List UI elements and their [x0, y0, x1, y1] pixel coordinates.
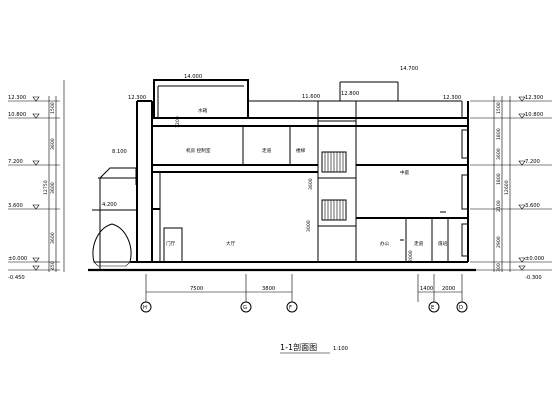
right-elev-2: 10.800: [525, 112, 543, 118]
left-dim-1: 1500: [50, 102, 56, 114]
mid-dim-3: 3600: [308, 178, 314, 190]
level-roof-b: 14.700: [400, 66, 418, 72]
stair-flight-lower: [321, 199, 347, 221]
right-elev-6: -0.300: [525, 275, 542, 281]
room-top: 水箱: [198, 107, 208, 114]
drawing-scale: 1:100: [333, 346, 348, 352]
right-elev-5: ±0.000: [525, 256, 544, 262]
left-dim-2: 3600: [50, 138, 56, 150]
axis-5: D: [459, 305, 463, 311]
stair-flight-upper: [321, 151, 347, 173]
right-dim-4: 1800: [496, 173, 502, 185]
bottom-dimension-lines: [145, 274, 463, 302]
left-elev-3: 7.200: [8, 159, 23, 165]
left-elev-2: 10.800: [8, 112, 26, 118]
left-elev-1: 12.300: [8, 95, 26, 101]
level-entrance: 4.200: [102, 202, 117, 208]
level-parapet-left: 12.300: [128, 95, 146, 101]
bottom-dim-4: 2000: [442, 286, 455, 292]
right-dim-2: 1800: [496, 128, 502, 140]
room-lower-right-3: 值班: [438, 240, 448, 247]
level-stair-top: 11.600: [302, 94, 320, 100]
mid-dim-1: 1200: [175, 116, 181, 128]
bottom-dim-2: 3800: [262, 286, 275, 292]
left-dim-total: 12750: [43, 180, 49, 195]
left-elev-5: ±0.000: [8, 256, 27, 262]
level-canopy: 8.100: [112, 149, 127, 155]
level-right-parapet: 12.300: [443, 95, 461, 101]
axis-3: F: [289, 305, 292, 311]
left-dim-3: 3600: [50, 182, 56, 194]
room-stair: 楼梯: [296, 147, 306, 154]
left-dim-5: 450: [50, 261, 56, 270]
axis-1: H: [143, 305, 147, 311]
mid-dim-4: 2000: [408, 250, 414, 262]
room-upper-mid: 走道: [262, 147, 272, 154]
building-section: [88, 79, 476, 272]
left-dim-4: 3600: [50, 232, 56, 244]
room-lower-right-1: 办公: [380, 240, 390, 247]
right-dim-5: 2100: [496, 200, 502, 212]
room-right-big: 中庭: [400, 169, 410, 176]
right-dim-total: 12600: [504, 180, 510, 195]
right-elev-1: 12.300: [525, 95, 543, 101]
level-stair-mid: 12.800: [341, 91, 359, 97]
left-elevation-scale: [8, 80, 65, 272]
right-dim-3: 3600: [496, 148, 502, 160]
left-elev-6: -0.450: [8, 275, 25, 281]
mid-dim-2: 3000: [306, 220, 312, 232]
axis-2: G: [243, 305, 247, 311]
right-elev-4: 3.600: [525, 203, 540, 209]
drawing-caption: 1-1剖面图: [280, 342, 317, 352]
level-roof-a: 14.000: [184, 74, 202, 80]
right-dim-6: 2900: [496, 236, 502, 248]
room-upper-left: 机房 控制室: [186, 147, 211, 154]
room-lower-left: 大厅: [226, 240, 236, 247]
right-elev-3: 7.200: [525, 159, 540, 165]
left-elev-4: 3.600: [8, 203, 23, 209]
right-dim-1: 1500: [496, 102, 502, 114]
right-elevation-scale: [470, 96, 552, 272]
axis-bubbles: [140, 301, 468, 313]
room-lower-left-box: 门厅: [166, 240, 176, 247]
room-lower-right-2: 走道: [414, 240, 424, 247]
bottom-dim-3: 1400: [420, 286, 433, 292]
right-dim-7: 300: [496, 263, 502, 272]
bottom-dim-1: 7500: [190, 286, 203, 292]
axis-4: E: [431, 305, 434, 311]
